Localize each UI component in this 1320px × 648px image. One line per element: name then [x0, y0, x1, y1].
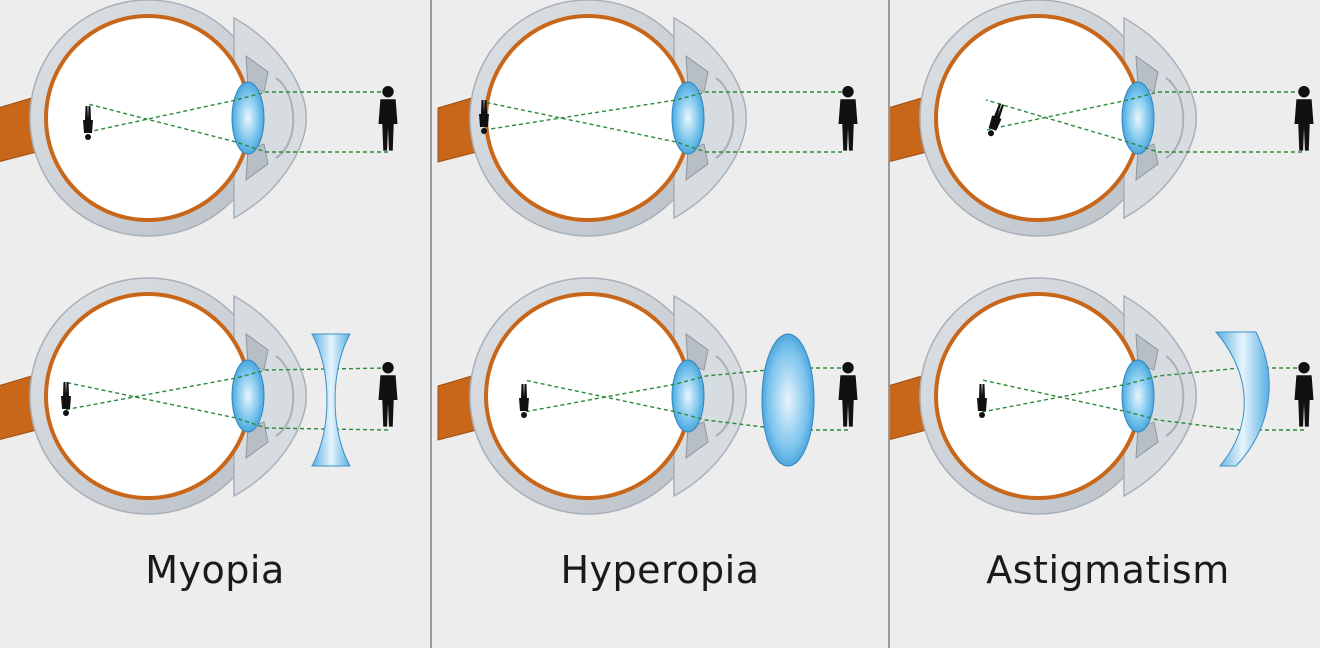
- astigmatism-object-figure: [1294, 86, 1314, 151]
- astigmatism-uncorrected-rays: [985, 91, 1302, 153]
- myopia-uncorrected-eye: [0, 0, 308, 237]
- panel-hyperopia: Hyperopia: [432, 0, 888, 648]
- myopia-corrected-object-figure: [378, 362, 398, 427]
- panel-astigmatism: Astigmatism: [890, 0, 1320, 648]
- astigmatism-illustration: [890, 0, 1314, 515]
- hyperopia-corrected-eye: [437, 277, 748, 515]
- concave-lens: [311, 333, 351, 467]
- label-astigmatism: Astigmatism: [986, 548, 1230, 592]
- label-hyperopia: Hyperopia: [560, 548, 760, 592]
- label-myopia: Myopia: [145, 548, 285, 592]
- convex-lens: [761, 333, 815, 467]
- myopia-corrected-eye: [0, 277, 308, 515]
- divider-1: [430, 0, 432, 648]
- myopia-corrected-rays: [63, 367, 389, 431]
- panel-myopia: Myopia: [0, 0, 430, 648]
- cylindrical-lens: [1214, 331, 1270, 467]
- hyperopia-object-figure: [838, 86, 858, 151]
- hyperopia-corrected-rays: [523, 367, 848, 431]
- astigmatism-corrected-object-figure: [1294, 362, 1314, 427]
- myopia-object-figure: [378, 86, 398, 151]
- myopia-illustration: [0, 0, 398, 515]
- hyperopia-illustration: [437, 0, 858, 515]
- divider-2: [888, 0, 890, 648]
- astigmatism-corrected-eye: [890, 277, 1198, 515]
- hyperopia-corrected-object-figure: [838, 362, 858, 427]
